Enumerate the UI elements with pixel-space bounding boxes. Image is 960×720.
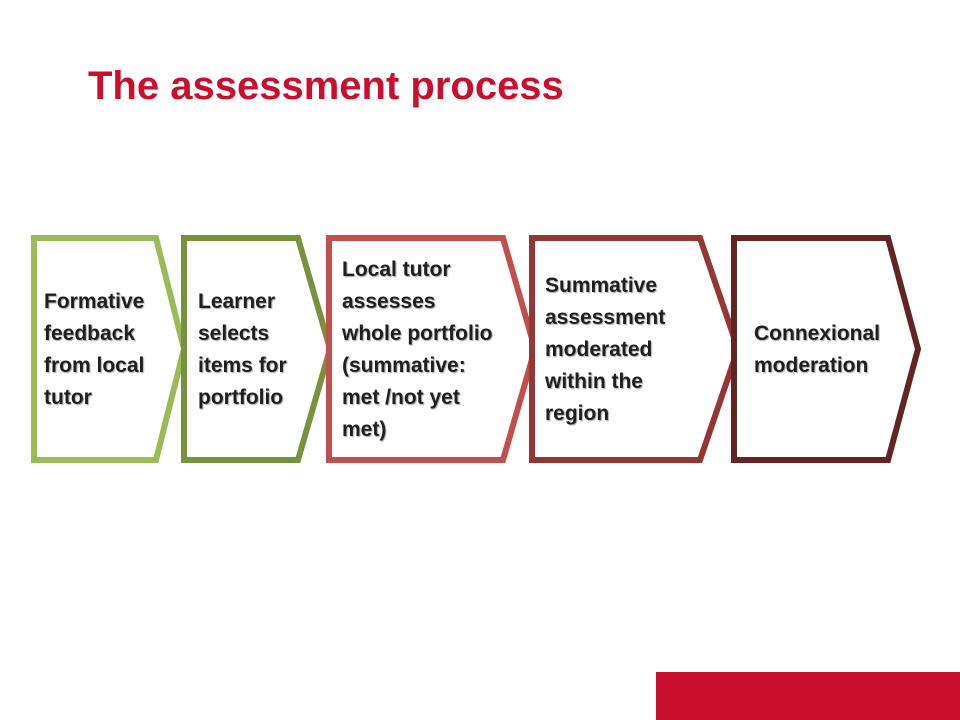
process-step-4-label: Summative assessment moderated within th…	[545, 274, 666, 425]
process-step-4-shape	[528, 234, 743, 464]
chevron-arrow-icon	[529, 235, 742, 463]
chevron-arrow-icon	[31, 235, 188, 463]
slide-title: The assessment process	[88, 64, 564, 108]
process-step-2-shape	[180, 234, 340, 464]
footer-accent-bar	[656, 672, 960, 720]
process-step-1-label: Formative feedback from local tutor	[44, 290, 145, 409]
chevron-arrow-icon	[326, 235, 539, 463]
process-step-1-shape	[30, 234, 190, 464]
process-step-3-label: Local tutor assesses whole portfolio (su…	[342, 258, 493, 441]
process-step-2-label: Learner selects items for portfolio	[198, 290, 287, 409]
process-step-3-shape	[325, 234, 540, 464]
chevron-arrow-icon	[181, 235, 334, 463]
process-step-5-label: Connexional moderation	[754, 322, 881, 377]
chevron-arrow-icon	[731, 235, 922, 463]
process-step-5-shape	[730, 234, 930, 464]
